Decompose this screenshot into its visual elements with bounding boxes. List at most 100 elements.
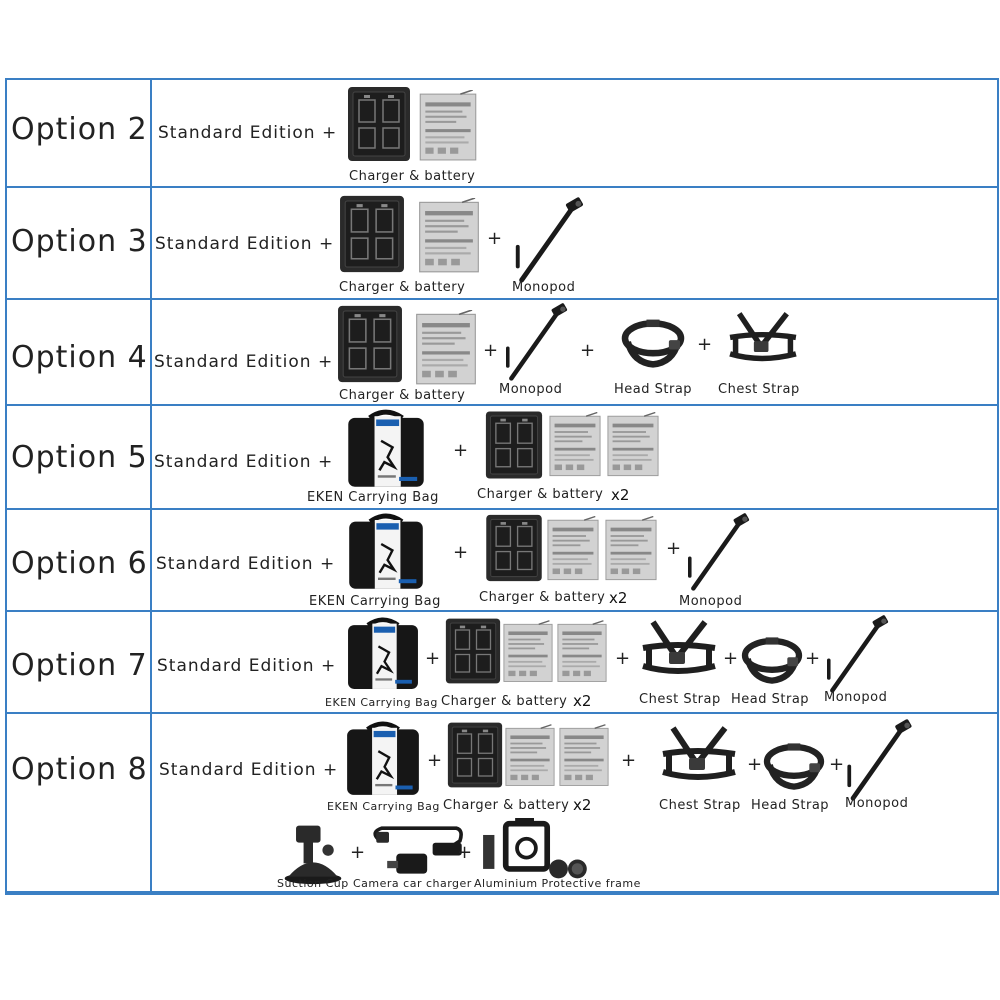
plus-sign: +: [457, 842, 473, 863]
plus-sign: +: [453, 542, 469, 563]
column-divider: [150, 80, 152, 893]
battery-icon: [549, 412, 601, 478]
standard-edition-label: Standard Edition +: [158, 123, 338, 143]
option-row: Option 3 Standard Edition + + Charger & …: [7, 188, 997, 300]
head-strap-caption: Head Strap: [751, 798, 830, 813]
car-charger-caption: Camera car charger: [353, 877, 472, 890]
plus-sign: +: [621, 750, 637, 771]
head-strap-icon: [739, 632, 805, 686]
charger-battery-caption: Charger & battery: [339, 280, 466, 295]
carrying-bag-caption: EKEN Carrying Bag: [325, 696, 438, 709]
monopod-caption: Monopod: [512, 280, 576, 295]
monopod-icon: [511, 196, 591, 284]
standard-edition-label: Standard Edition +: [155, 234, 335, 254]
monopod-caption: Monopod: [845, 796, 909, 811]
car-charger-icon: [369, 822, 469, 878]
standard-edition-label: Standard Edition +: [154, 352, 334, 372]
charger-battery-caption: Charger & battery: [477, 487, 604, 502]
monopod-icon: [683, 512, 757, 592]
plus-sign: +: [427, 750, 443, 771]
option-label: Option 5: [11, 440, 148, 475]
plus-sign: +: [723, 648, 739, 669]
carrying-bag-caption: EKEN Carrying Bag: [309, 594, 441, 609]
charger-battery-caption: Charger & battery: [443, 798, 570, 813]
charger-icon: [339, 194, 405, 274]
option-label: Option 6: [11, 546, 148, 581]
battery-icon: [605, 516, 657, 582]
chest-strap-icon: [723, 310, 803, 374]
plus-sign: +: [453, 440, 469, 461]
battery-icon: [412, 310, 480, 386]
charger-icon: [337, 304, 403, 384]
monopod-icon: [823, 614, 895, 694]
battery-icon: [557, 620, 607, 684]
head-strap-icon: [761, 738, 827, 792]
charger-icon: [485, 410, 543, 480]
plus-sign: +: [425, 648, 441, 669]
monopod-icon: [502, 302, 574, 382]
plus-sign: +: [805, 648, 821, 669]
option-label: Option 8: [11, 752, 148, 787]
chest-strap-caption: Chest Strap: [659, 798, 741, 813]
plus-sign: +: [615, 648, 631, 669]
carrying-bag-caption: EKEN Carrying Bag: [307, 490, 439, 505]
battery-icon: [559, 724, 609, 788]
chest-strap-icon: [637, 618, 721, 688]
chest-strap-icon: [657, 724, 741, 794]
standard-edition-label: Standard Edition +: [154, 452, 334, 472]
chest-strap-caption: Chest Strap: [639, 692, 721, 707]
battery-icon: [607, 412, 659, 478]
plus-sign: +: [487, 228, 503, 249]
quantity-x2: x2: [573, 796, 592, 814]
plus-sign: +: [580, 340, 596, 361]
plus-sign: +: [829, 754, 845, 775]
options-table: Option 2 Standard Edition + Charger & ba…: [5, 78, 999, 895]
charger-battery-caption: Charger & battery: [349, 169, 476, 184]
option-row: Option 6 Standard Edition + + + EKEN Car…: [7, 510, 997, 612]
battery-icon: [415, 198, 483, 274]
option-row: Option 8 Standard Edition + + + + + EKEN…: [7, 714, 997, 893]
quantity-x2: x2: [573, 692, 592, 710]
monopod-caption: Monopod: [679, 594, 743, 609]
battery-icon: [503, 620, 553, 684]
option-label: Option 4: [11, 340, 148, 375]
chest-strap-caption: Chest Strap: [718, 382, 800, 397]
option-row: Option 7 Standard Edition + + + + + EKEN…: [7, 612, 997, 714]
protective-frame-caption: Aluminium Protective frame: [474, 877, 641, 890]
plus-sign: +: [697, 334, 713, 355]
carrying-bag-icon: [337, 720, 429, 798]
charger-icon: [445, 616, 501, 686]
plus-sign: +: [483, 340, 499, 361]
quantity-x2: x2: [611, 486, 630, 504]
standard-edition-label: Standard Edition +: [157, 656, 337, 676]
option-label: Option 7: [11, 648, 148, 683]
charger-battery-caption: Charger & battery: [479, 590, 606, 605]
carrying-bag-caption: EKEN Carrying Bag: [327, 800, 440, 813]
standard-edition-label: Standard Edition +: [156, 554, 336, 574]
carrying-bag-icon: [337, 408, 435, 490]
battery-icon: [547, 516, 599, 582]
standard-edition-label: Standard Edition +: [159, 760, 339, 780]
option-row: Option 4 Standard Edition + + + + Charge…: [7, 300, 997, 406]
protective-frame-icon: [475, 818, 593, 884]
monopod-caption: Monopod: [499, 382, 563, 397]
battery-icon: [419, 90, 477, 162]
charger-icon: [485, 514, 543, 582]
battery-icon: [505, 724, 555, 788]
option-row: Option 5 Standard Edition + + EKEN Carry…: [7, 406, 997, 510]
carrying-bag-icon: [337, 616, 429, 692]
quantity-x2: x2: [609, 589, 628, 607]
plus-sign: +: [747, 754, 763, 775]
head-strap-caption: Head Strap: [614, 382, 693, 397]
suction-cup-caption: Suction Cup: [277, 877, 349, 890]
charger-icon: [447, 720, 503, 790]
charger-icon: [347, 86, 411, 162]
plus-sign: +: [666, 538, 682, 559]
option-label: Option 2: [11, 112, 148, 147]
option-row: Option 2 Standard Edition + Charger & ba…: [7, 80, 997, 188]
option-label: Option 3: [11, 224, 148, 259]
monopod-icon: [843, 718, 919, 802]
monopod-caption: Monopod: [824, 690, 888, 705]
carrying-bag-icon: [337, 512, 435, 592]
head-strap-caption: Head Strap: [731, 692, 810, 707]
